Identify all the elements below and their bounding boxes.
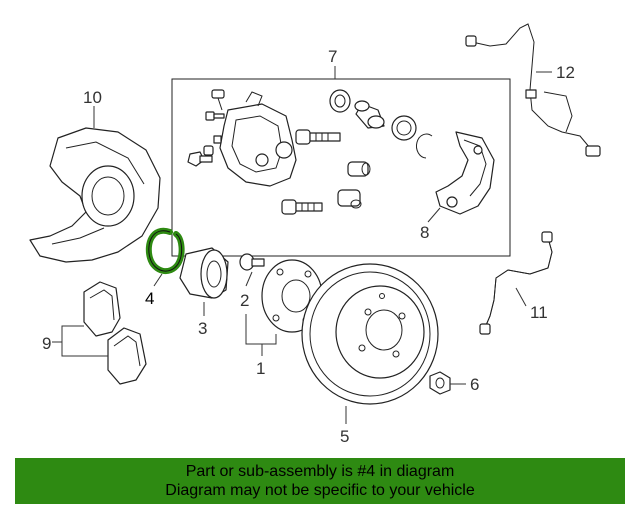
info-banner: Part or sub-assembly is #4 in diagram Di… xyxy=(15,458,625,504)
brake-rotor: 5 xyxy=(301,263,439,446)
guide-bolt-1 xyxy=(187,151,213,167)
wheel-bearing: 3 xyxy=(179,247,229,338)
banner-line-2: Diagram may not be specific to your vehi… xyxy=(165,482,475,499)
label-8: 8 xyxy=(420,223,429,242)
brake-hose: 11 xyxy=(479,231,553,335)
label-1: 1 xyxy=(256,359,265,378)
label-6: 6 xyxy=(470,375,479,394)
guide-pin-bolt-upper xyxy=(295,129,341,145)
piston xyxy=(354,100,385,129)
retaining-ring xyxy=(416,133,433,159)
brake-pad-bracket: 9 xyxy=(42,325,108,357)
banner-line-1: Part or sub-assembly is #4 in diagram xyxy=(185,463,455,480)
hub-assembly-bracket: 1 xyxy=(245,314,277,378)
dust-boot xyxy=(391,115,417,141)
caliper-bracket: 8 xyxy=(420,131,495,242)
label-7: 7 xyxy=(328,47,337,66)
brake-pad-upper xyxy=(83,281,121,337)
label-9: 9 xyxy=(42,334,51,353)
slide-bushing-2 xyxy=(337,189,362,209)
caliper-body xyxy=(219,91,297,187)
dust-shield: 10 xyxy=(29,88,161,263)
guide-pin-bolt-lower xyxy=(281,199,323,215)
label-12: 12 xyxy=(556,63,575,82)
label-10: 10 xyxy=(83,88,102,107)
hub-nut: 6 xyxy=(429,371,479,395)
slide-bushing-1 xyxy=(347,161,371,177)
small-bolt-1 xyxy=(205,111,225,121)
bleeder-screw xyxy=(211,89,225,111)
label-4: 4 xyxy=(145,289,154,308)
piston-seal xyxy=(329,89,351,113)
abs-sensor-wire: 12 xyxy=(465,23,601,157)
label-3: 3 xyxy=(198,319,207,338)
hub-bolt: 2 xyxy=(239,253,265,310)
snap-ring-part-4: 4 xyxy=(145,227,185,308)
small-bolt-2 xyxy=(203,135,222,156)
caliper-kit-box: 7 xyxy=(171,47,511,257)
label-11: 11 xyxy=(530,303,548,322)
brake-pad-lower xyxy=(107,327,147,385)
label-5: 5 xyxy=(340,427,349,446)
label-2: 2 xyxy=(240,291,249,310)
